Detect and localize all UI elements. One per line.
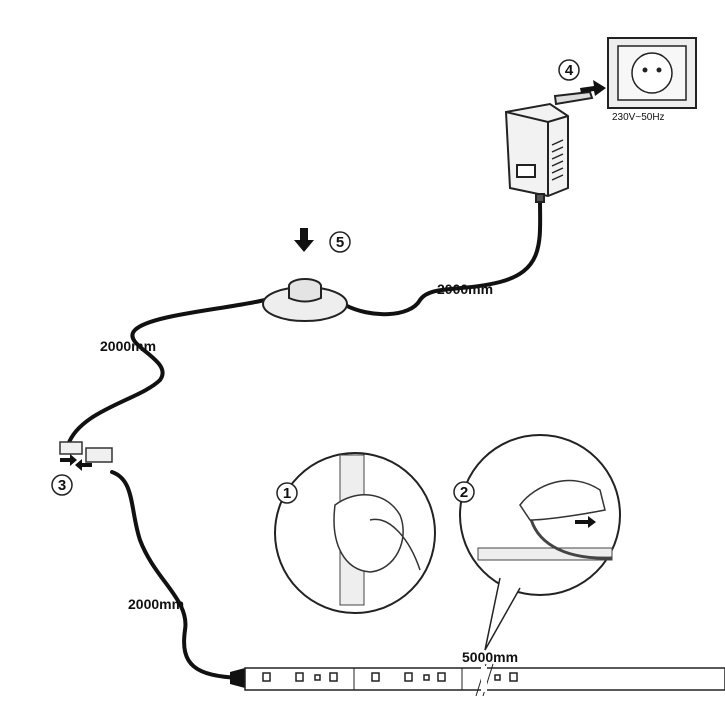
arrow-connect-right-icon: [60, 454, 77, 466]
strip-length-label: 5000mm: [462, 649, 518, 665]
step-4-badge: [558, 59, 580, 81]
step-2-number: 2: [460, 484, 468, 501]
cable-switch-to-connector: [66, 298, 267, 447]
step-3-number: 3: [58, 477, 66, 494]
arrow-press-icon: [294, 228, 314, 252]
foot-switch: [262, 278, 348, 322]
led-strip: [230, 663, 725, 697]
cable-length-label-strip: 2000mm: [128, 596, 184, 612]
cable-connector: [59, 441, 113, 463]
cable-adapter-to-switch: [343, 198, 543, 317]
step-2-detail: [459, 434, 621, 651]
step-5-badge: [329, 231, 351, 253]
cable-length-label-switch: 2000mm: [100, 338, 156, 354]
wall-socket: [607, 37, 697, 109]
step-1-detail: [274, 452, 436, 614]
cable-length-label-adapter: 2000mm: [437, 281, 493, 297]
step-1-badge: [276, 482, 298, 504]
step-3-badge: [51, 474, 73, 496]
socket-voltage-label: 230V~50Hz: [612, 112, 665, 123]
power-adapter: [504, 90, 594, 203]
step-5-number: 5: [336, 234, 344, 251]
arrow-plug-in-icon: [580, 80, 606, 96]
cable-connector-to-strip: [110, 470, 242, 680]
step-1-number: 1: [283, 485, 291, 502]
arrow-connect-left-icon: [75, 459, 92, 471]
step-2-badge: [453, 481, 475, 503]
step-4-number: 4: [565, 62, 574, 79]
